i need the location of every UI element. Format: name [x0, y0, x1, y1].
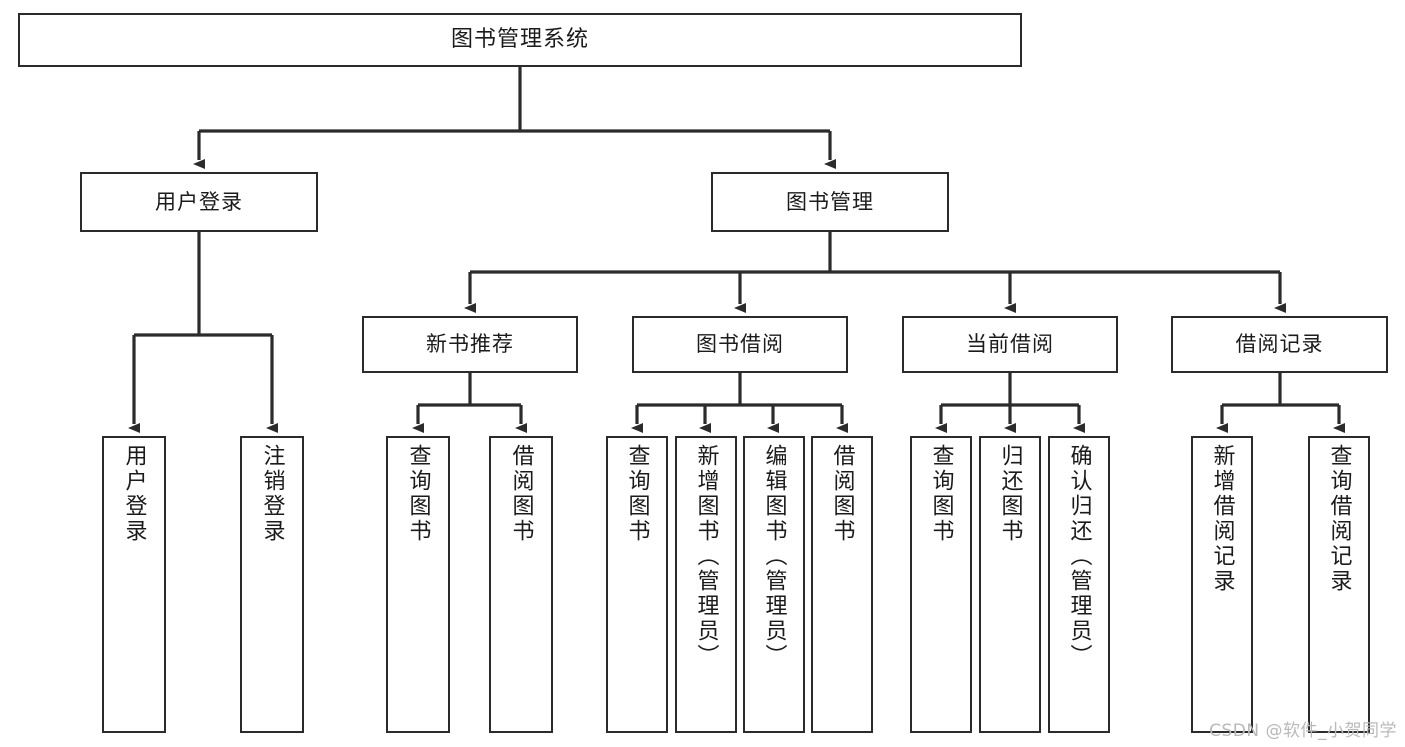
leaf-current-query-book-label: 查询图书: [928, 444, 954, 544]
node-root[interactable]: 图书管理系统: [18, 13, 1022, 67]
leaf-borrow-borrow-book[interactable]: 借阅图书: [811, 436, 873, 733]
leaf-borrow-add-book-label: 新增图书（管理员）: [693, 444, 719, 669]
node-user-login[interactable]: 用户登录: [80, 172, 318, 232]
node-user-login-label: 用户登录: [155, 189, 243, 214]
leaf-borrow-borrow-book-label: 借阅图书: [829, 444, 855, 544]
leaf-record-add-label: 新增借阅记录: [1209, 444, 1235, 594]
leaf-record-add[interactable]: 新增借阅记录: [1191, 436, 1253, 733]
leaf-user-login[interactable]: 用户登录: [102, 436, 166, 733]
node-book-manage-label: 图书管理: [786, 189, 874, 214]
leaf-user-logout[interactable]: 注销登录: [240, 436, 304, 733]
leaf-borrow-add-book[interactable]: 新增图书（管理员）: [675, 436, 737, 733]
leaf-user-logout-label: 注销登录: [259, 444, 285, 544]
leaf-recommend-query-book[interactable]: 查询图书: [386, 436, 450, 733]
leaf-current-return-book-label: 归还图书: [997, 444, 1023, 544]
node-book-borrow-label: 图书借阅: [696, 332, 784, 357]
leaf-current-confirm-return[interactable]: 确认归还（管理员）: [1048, 436, 1110, 733]
leaf-borrow-edit-book[interactable]: 编辑图书（管理员）: [743, 436, 805, 733]
leaf-recommend-query-book-label: 查询图书: [405, 444, 431, 544]
leaf-recommend-borrow-book-label: 借阅图书: [508, 444, 534, 544]
node-borrow-record[interactable]: 借阅记录: [1171, 316, 1388, 373]
leaf-record-search[interactable]: 查询借阅记录: [1308, 436, 1370, 733]
node-current-borrow[interactable]: 当前借阅: [902, 316, 1118, 373]
leaf-current-query-book[interactable]: 查询图书: [910, 436, 972, 733]
node-book-borrow[interactable]: 图书借阅: [632, 316, 848, 373]
node-root-label: 图书管理系统: [450, 27, 589, 53]
watermark: CSDN @软件_小贺同学: [1209, 721, 1397, 741]
node-current-borrow-label: 当前借阅: [966, 332, 1054, 357]
node-new-book-recommend[interactable]: 新书推荐: [362, 316, 578, 373]
node-new-book-recommend-label: 新书推荐: [426, 332, 514, 357]
leaf-borrow-edit-book-label: 编辑图书（管理员）: [761, 444, 787, 669]
node-book-manage[interactable]: 图书管理: [711, 172, 949, 232]
leaf-current-return-book[interactable]: 归还图书: [979, 436, 1041, 733]
leaf-borrow-query-book-label: 查询图书: [624, 444, 650, 544]
leaf-record-search-label: 查询借阅记录: [1326, 444, 1352, 594]
leaf-recommend-borrow-book[interactable]: 借阅图书: [489, 436, 553, 733]
leaf-current-confirm-return-label: 确认归还（管理员）: [1066, 444, 1092, 669]
leaf-borrow-query-book[interactable]: 查询图书: [606, 436, 668, 733]
node-borrow-record-label: 借阅记录: [1235, 332, 1324, 357]
leaf-user-login-label: 用户登录: [121, 444, 147, 544]
